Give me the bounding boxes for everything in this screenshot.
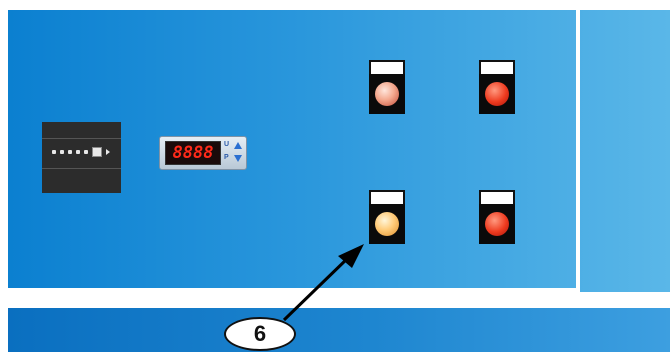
callout-arrowhead-icon <box>338 244 364 268</box>
counter-digit <box>60 150 64 154</box>
pushbutton-top-right[interactable] <box>479 60 515 116</box>
pushbutton-top-left[interactable] <box>369 60 405 116</box>
counter-digit <box>76 150 80 154</box>
controller-label-bottom: P <box>224 154 229 161</box>
counter-arrow-icon <box>106 149 110 155</box>
counter-window <box>92 147 102 157</box>
frame-gap <box>8 292 670 308</box>
digital-controller[interactable]: 8888 U P <box>159 136 247 170</box>
pushbutton-bottom-left[interactable] <box>369 190 405 246</box>
pushbutton-bottom-right[interactable] <box>479 190 515 246</box>
top-border <box>0 0 670 10</box>
up-arrow-icon[interactable] <box>234 142 242 149</box>
counter-digits <box>52 146 110 158</box>
indicator-lamp-amber[interactable] <box>375 212 399 236</box>
callout-arrow-line <box>282 254 352 322</box>
counter-divider-top <box>42 138 121 139</box>
counter-digit <box>52 150 56 154</box>
frame-vertical-line <box>576 10 580 292</box>
indicator-lamp-red[interactable] <box>485 82 509 106</box>
hour-counter <box>42 122 121 193</box>
counter-digit <box>68 150 72 154</box>
counter-digit <box>84 150 88 154</box>
controller-display: 8888 <box>165 141 221 165</box>
bottom-panel-band <box>8 308 670 352</box>
frame-horizontal-line <box>8 288 580 292</box>
left-border <box>0 0 8 352</box>
down-arrow-icon[interactable] <box>234 155 242 162</box>
counter-divider-bottom <box>42 168 121 169</box>
callout-number: 6 <box>224 317 296 351</box>
indicator-lamp-red[interactable] <box>485 212 509 236</box>
controller-buttons: U P <box>224 140 244 166</box>
controller-label-top: U <box>224 141 230 148</box>
indicator-lamp-pink[interactable] <box>375 82 399 106</box>
